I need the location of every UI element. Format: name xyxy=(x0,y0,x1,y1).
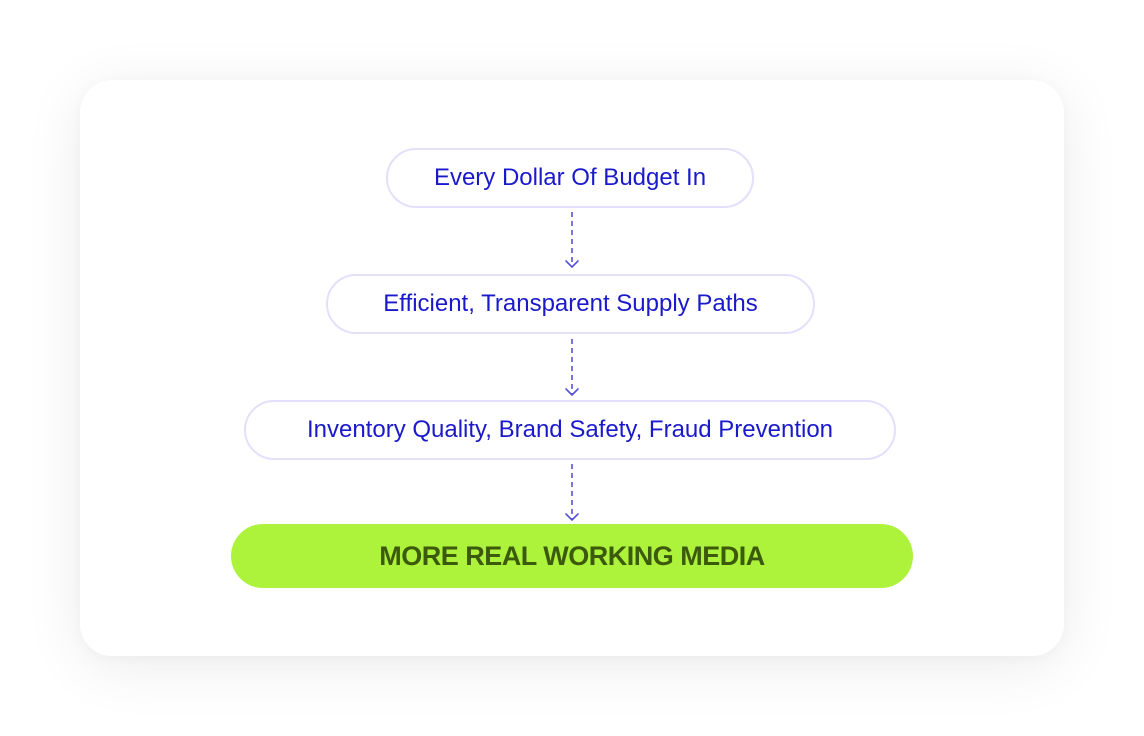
flow-step-label: Inventory Quality, Brand Safety, Fraud P… xyxy=(306,416,834,443)
dashed-arrow-down-icon xyxy=(565,464,579,521)
flow-step-supply-paths: Efficient, Transparent Supply Paths xyxy=(326,274,815,334)
flow-outcome-badge: MORE REAL WORKING MEDIA xyxy=(231,524,913,588)
dashed-arrow-down-icon xyxy=(565,339,579,396)
flow-step-budget-in: Every Dollar Of Budget In xyxy=(386,148,754,208)
flow-outcome-label: MORE REAL WORKING MEDIA xyxy=(379,540,765,571)
flow-step-inventory-quality: Inventory Quality, Brand Safety, Fraud P… xyxy=(244,400,896,460)
flow-step-label: Efficient, Transparent Supply Paths xyxy=(383,290,758,317)
flow-step-label: Every Dollar Of Budget In xyxy=(433,164,707,191)
dashed-arrow-down-icon xyxy=(565,212,579,268)
